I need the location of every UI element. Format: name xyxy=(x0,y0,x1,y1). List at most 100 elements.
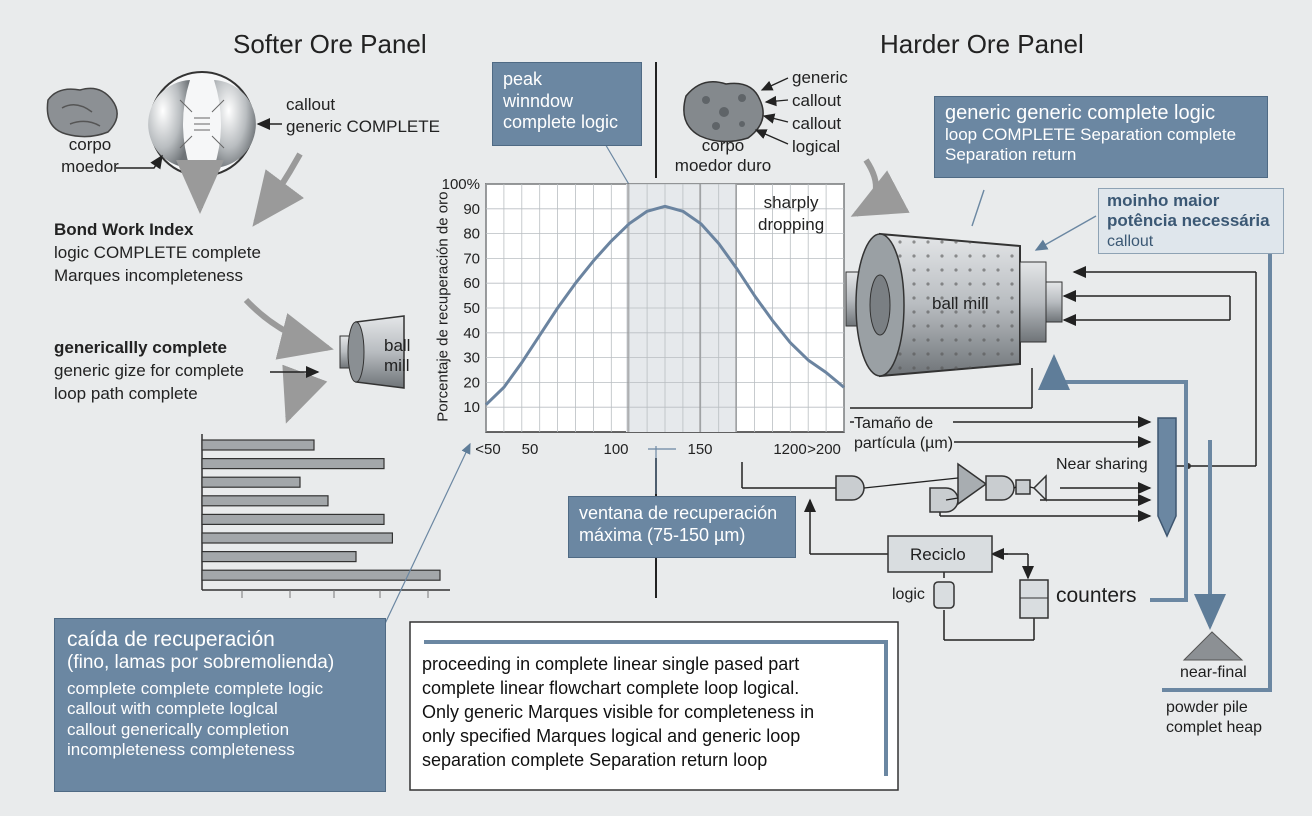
chart-x-tick-label: >200 xyxy=(807,441,841,458)
chart-y-tick-label: 100% xyxy=(442,176,480,193)
generic-complete-line: generic gize for complete xyxy=(54,361,244,380)
small-ball-mill-icon xyxy=(339,315,405,389)
power-callout-line: moinho maior xyxy=(1107,191,1220,210)
bar-chart-bar xyxy=(201,495,329,507)
hard-rock-callout: callout xyxy=(792,114,842,133)
chart-y-tick-label: 30 xyxy=(463,350,480,367)
pile-label: near-final xyxy=(1180,664,1247,681)
hard-rock-callout: logical xyxy=(792,137,841,156)
sharply-dropping-line: dropping xyxy=(758,215,825,234)
small-mill-label: ball mill xyxy=(384,336,410,376)
recovery-window-line: máxima (75-150 µm) xyxy=(579,524,746,545)
bar-chart-bar xyxy=(201,550,357,563)
chart-x-tick-label: 1200 xyxy=(773,441,806,458)
bond-work-index-line: Marques incompleteness xyxy=(54,266,243,285)
hard-rock-callout: generic xyxy=(792,68,848,87)
reciclo-box xyxy=(887,535,993,573)
powder-pile-icon xyxy=(1182,631,1244,661)
harder-logic-line: generic generic complete logic xyxy=(945,102,1216,124)
bond-work-index-line: logic COMPLETE complete xyxy=(54,243,261,262)
bottom-description-line: Only generic Marques visible for complet… xyxy=(422,702,815,722)
recovery-drop-box: caída de recuperación (fino, lamas por s… xyxy=(54,618,386,792)
soft-rock-label-line: moedor xyxy=(61,157,119,176)
generic-complete-title: genericallly complete xyxy=(54,338,227,357)
sharply-dropping-line: sharply xyxy=(763,193,819,212)
bar-chart-bar xyxy=(201,569,441,581)
small-mill-label-line: ball xyxy=(384,336,411,355)
recovery-drop-line: callout with complete loglcal xyxy=(67,699,278,719)
bottom-description: proceeding in complete linear single pas… xyxy=(422,652,814,772)
particle-size-label: Tamaño de partícula (µm) xyxy=(854,414,954,454)
sharply-dropping-label: sharply dropping xyxy=(758,192,824,236)
bar-chart-bar xyxy=(201,458,385,470)
recovery-drop-title: caída de recuperación xyxy=(67,628,275,651)
power-callout-box: moinho maior potência necessária callout xyxy=(1098,188,1284,254)
chart-x-tick-label: 100 xyxy=(603,441,628,458)
chart-y-tick-label: 60 xyxy=(463,275,480,292)
soft-rock-label-line: corpo xyxy=(68,135,112,154)
harder-logic-line: loop COMPLETE Separation complete xyxy=(945,125,1237,144)
chart-y-tick-label: 10 xyxy=(463,399,480,416)
chart-y-tick-label: 40 xyxy=(463,325,480,342)
logic-label: logic xyxy=(892,586,925,603)
hard-rock-callout: callout xyxy=(792,91,842,110)
hard-rock-callouts: generic callout callout logical xyxy=(792,66,848,158)
large-mill-label: ball mill xyxy=(932,294,989,313)
chart-x-tick-label: 150 xyxy=(687,441,712,458)
bar-chart-bar xyxy=(201,513,385,526)
flow-gates xyxy=(835,462,1047,513)
recovery-window-box: ventana de recuperación máxima (75-150 µ… xyxy=(568,496,796,558)
recovery-drop-line: incompleteness completeness xyxy=(67,740,295,760)
recovery-curve xyxy=(484,204,845,406)
bottom-description-line: separation complete Separation return lo… xyxy=(422,750,768,770)
sphere-callout-line: callout xyxy=(286,95,336,114)
chart-y-tick-label: 90 xyxy=(463,201,480,218)
hard-rock-label-line: corpo xyxy=(701,136,745,155)
small-mill-label-line: mill xyxy=(384,356,410,375)
chart-y-tick-label: 70 xyxy=(463,250,480,267)
peak-window-line: complete logic xyxy=(503,112,619,133)
recovery-drop-subtitle: (fino, lamas por sobremolienda) xyxy=(67,652,335,674)
bond-work-index-block: Bond Work Index logic COMPLETE complete … xyxy=(54,218,261,287)
chart-x-tick-label: 50 xyxy=(522,441,539,458)
logic-component xyxy=(933,581,955,609)
separator-icon xyxy=(1157,417,1177,538)
counters-component xyxy=(1019,579,1049,619)
sphere-callout-line: generic COMPLETE xyxy=(286,117,440,136)
bond-work-index-title: Bond Work Index xyxy=(54,220,194,239)
bottom-description-line: only specified Marques logical and gener… xyxy=(422,726,801,746)
near-sharing-label: Near sharing xyxy=(1056,456,1148,475)
particle-size-line: partícula (µm) xyxy=(854,435,954,452)
chart-y-tick-label: 80 xyxy=(463,226,480,243)
pile-caption-line: complet heap xyxy=(1166,719,1263,736)
chart-x-tick-label: <50 xyxy=(475,441,500,458)
counters-label: counters xyxy=(1056,584,1137,607)
bottom-description-line: proceeding in complete linear single pas… xyxy=(422,654,800,674)
reciclo-label: Reciclo xyxy=(910,545,966,564)
bar-chart-bar xyxy=(201,476,301,488)
large-ball-mill-icon xyxy=(845,232,1063,378)
particle-size-line: Tamaño de xyxy=(854,415,934,432)
power-callout-line: potência necessária xyxy=(1107,211,1270,231)
pile-caption-line: powder pile xyxy=(1166,699,1248,716)
harder-logic-box: generic generic complete logic loop COMP… xyxy=(934,96,1268,178)
sphere-callout-label: callout generic COMPLETE xyxy=(286,94,440,138)
hard-rock-label: corpo moedor duro xyxy=(668,136,778,176)
peak-window-line: peak xyxy=(503,69,543,89)
bar-chart-axes xyxy=(201,434,450,591)
chart-y-tick-label: 20 xyxy=(463,374,480,391)
power-callout-line: callout xyxy=(1107,232,1154,250)
peak-window-box: peak winndow complete logic xyxy=(492,62,642,146)
recovery-window-line: ventana de recuperación xyxy=(579,503,778,523)
generic-complete-line: loop path complete xyxy=(54,384,198,403)
recovery-drop-line: complete complete complete logic xyxy=(67,678,324,698)
hard-rock-label-line: moedor duro xyxy=(674,156,772,175)
bottom-description-line: complete linear flowchart complete loop … xyxy=(422,678,800,698)
harder-panel-title: Harder Ore Panel xyxy=(880,29,1084,59)
chart-y-axis-label: Porcentaje de recuperación de oro xyxy=(434,191,452,422)
bar-chart-bar xyxy=(201,532,393,544)
bar-chart-bar xyxy=(201,439,315,451)
generic-complete-block: genericallly complete generic gize for c… xyxy=(54,336,244,405)
